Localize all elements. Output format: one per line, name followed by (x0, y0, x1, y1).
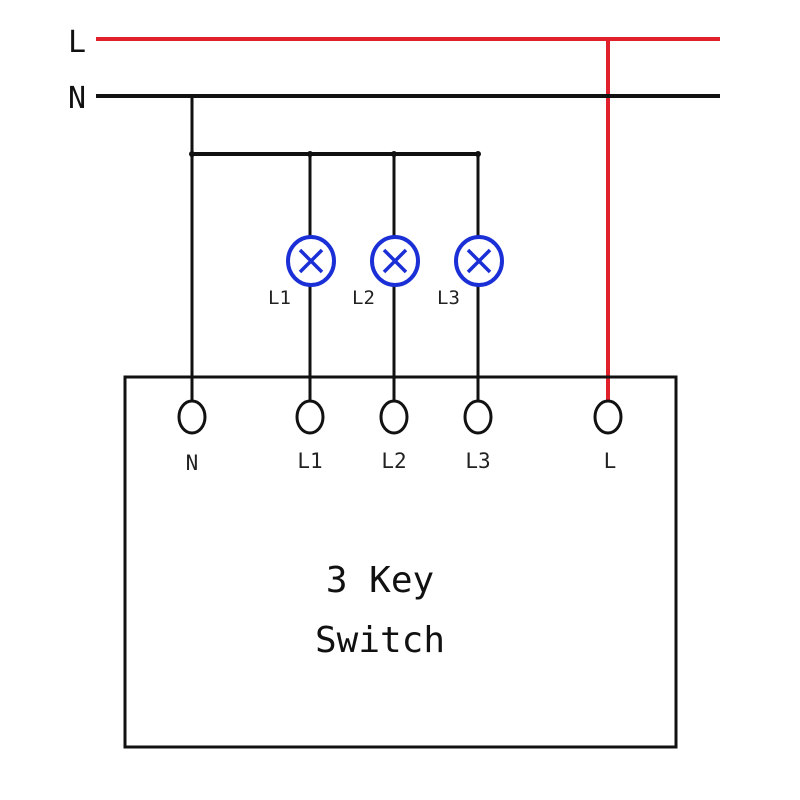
bus-junction (189, 151, 195, 157)
terminal-l3-label: L3 (465, 449, 490, 473)
terminal-n (177, 399, 207, 435)
terminal-l2-label: L2 (381, 449, 406, 473)
neutral-line-label: N (68, 81, 86, 116)
lamp-l1-icon (286, 235, 336, 287)
lamp-l1-label: L1 (268, 287, 291, 309)
terminal-l2 (379, 399, 409, 435)
lamp-l2-icon (370, 235, 420, 287)
terminal-l1-label: L1 (297, 449, 322, 473)
live-line-label: L (68, 25, 86, 60)
terminal-n-label: N (186, 451, 199, 475)
terminal-l (593, 399, 623, 435)
switch-title-line1: 3 Key (326, 560, 434, 601)
switch-box (123, 375, 678, 749)
lamp-l3-icon (454, 235, 504, 287)
switch-title-line2: Switch (315, 620, 445, 661)
terminal-l3 (463, 399, 493, 435)
terminal-l1 (295, 399, 325, 435)
lamp-l2-label: L2 (352, 287, 375, 309)
lamp-l3-label: L3 (437, 287, 460, 309)
terminal-l-label: L (604, 449, 617, 473)
